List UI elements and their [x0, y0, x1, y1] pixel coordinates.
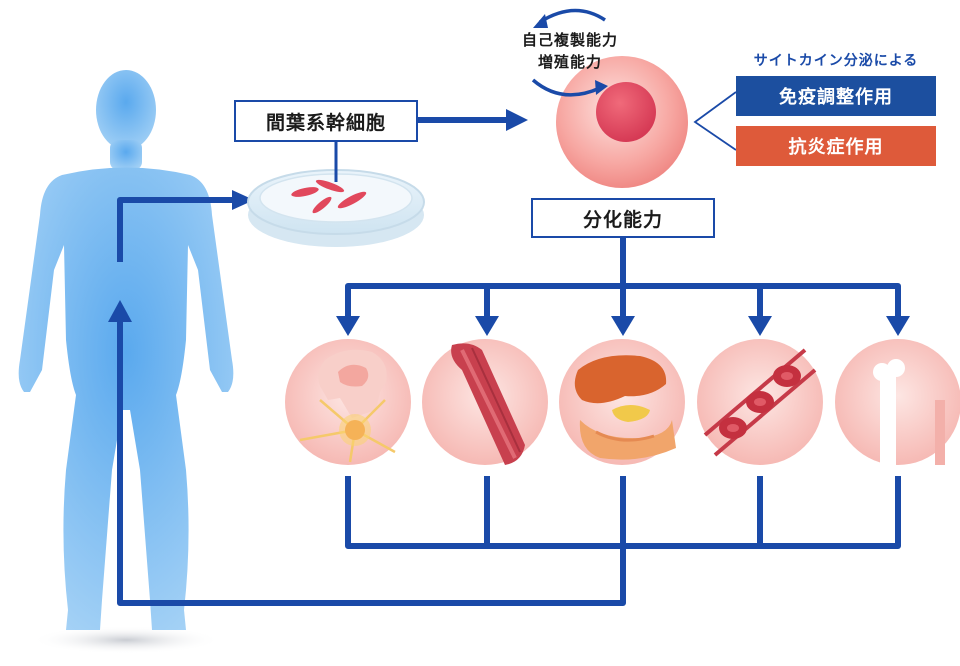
immunomodulation-box: 免疫調整作用	[736, 76, 936, 116]
stem-cell-icon	[531, 8, 688, 188]
muscle-fiber-icon	[422, 339, 548, 465]
cytokine-bracket	[693, 91, 737, 151]
bone-icon	[835, 339, 960, 465]
stem-cell-label: 間葉系幹細胞	[234, 100, 418, 142]
differentiation-label: 分化能力	[531, 198, 715, 238]
human-body-icon	[18, 70, 234, 654]
cytokine-title: サイトカイン分泌による	[753, 53, 919, 69]
nerve-cell-icon	[285, 339, 411, 465]
arrowheads	[108, 109, 910, 336]
organs-icon	[559, 339, 685, 465]
connector-lines	[117, 117, 901, 606]
anti-inflammatory-box: 抗炎症作用	[736, 126, 936, 166]
petri-dish-icon	[247, 142, 425, 247]
proliferation-label: 増殖能力	[537, 52, 602, 71]
self-renewal-label: 自己複製能力	[521, 30, 618, 49]
blood-cells-icon	[697, 339, 823, 465]
